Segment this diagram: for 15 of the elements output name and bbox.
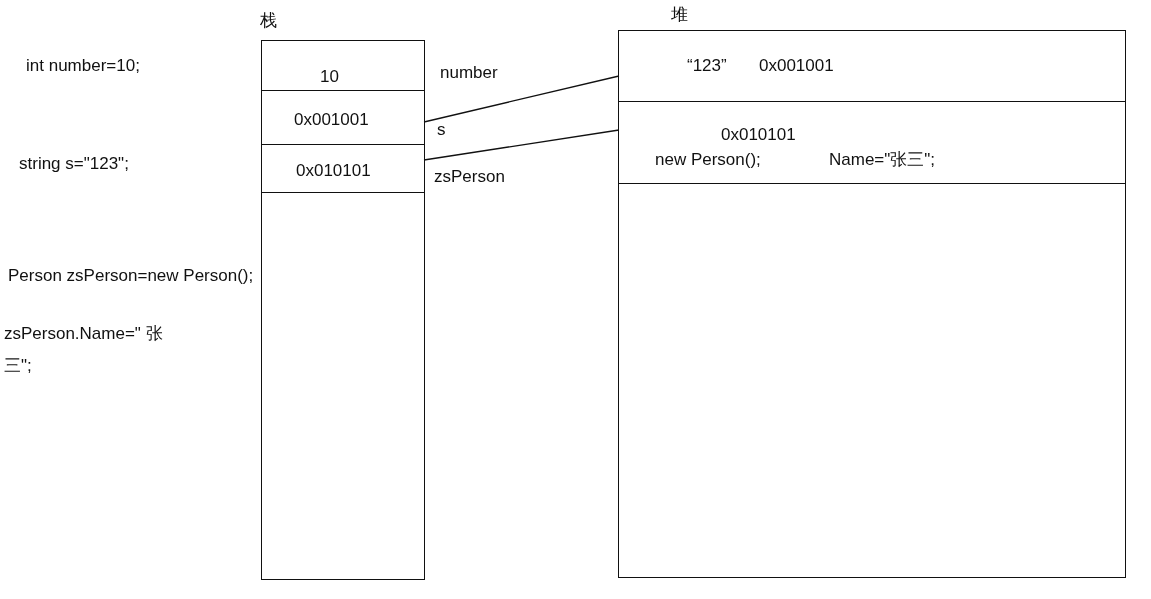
- variable-name: s: [437, 120, 446, 140]
- heap-heading: 堆: [671, 5, 688, 25]
- code-text: new Person();: [655, 150, 761, 170]
- value-text: “123”: [687, 56, 727, 76]
- code-line: zsPerson.Name=" 张三";: [4, 323, 164, 377]
- address-text: 0x010101: [721, 125, 796, 145]
- value-text: 10: [320, 67, 339, 87]
- code-text: Name="张三";: [829, 150, 936, 170]
- address-text: 0x001001: [294, 110, 369, 130]
- variable-name: zsPerson: [434, 167, 505, 187]
- variable-name: number: [440, 63, 498, 83]
- address-text: 0x010101: [296, 161, 371, 181]
- stack-heading: 栈: [260, 11, 277, 31]
- code-line: Person zsPerson=new Person();: [8, 265, 255, 287]
- address-text: 0x001001: [759, 56, 834, 76]
